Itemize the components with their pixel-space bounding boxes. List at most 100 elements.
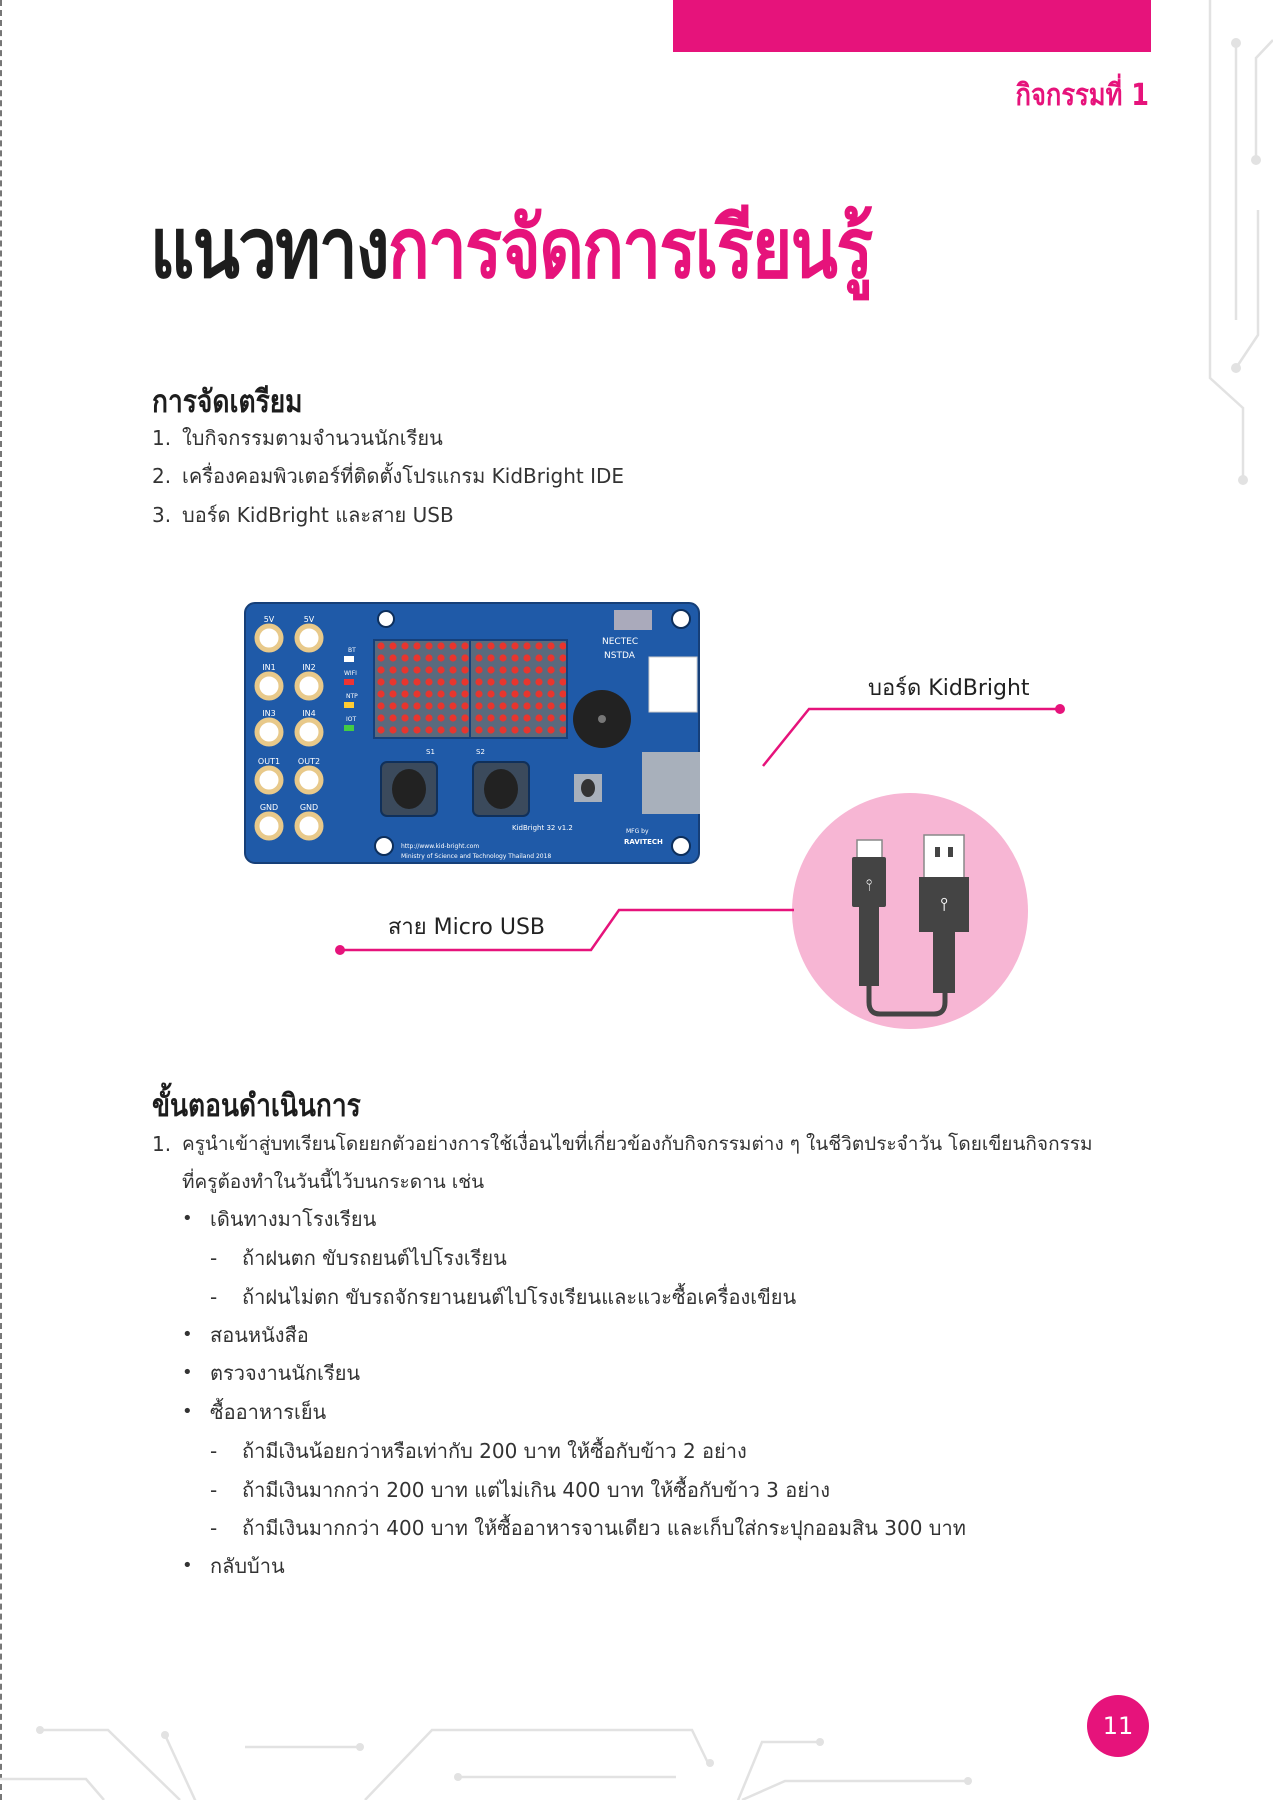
step-text: ครูนำเข้าสู่บทเรียนโดยยกตัวอย่างการใช้เง… bbox=[182, 1133, 1093, 1155]
led-label: BT bbox=[348, 647, 356, 654]
led-dot bbox=[413, 654, 421, 662]
pin-label: IN1 bbox=[262, 663, 275, 672]
led-dot bbox=[523, 690, 531, 698]
push-button-s1: S1 bbox=[380, 748, 438, 817]
led-dot bbox=[547, 702, 555, 710]
dash-marker: - bbox=[210, 1478, 218, 1502]
led-dot bbox=[475, 666, 483, 674]
led-label: IOT bbox=[346, 716, 356, 723]
led-dot bbox=[377, 654, 385, 662]
led-dot bbox=[377, 678, 385, 686]
header-accent-bar bbox=[673, 0, 1151, 52]
i2c-header bbox=[648, 656, 698, 713]
led-dot bbox=[389, 642, 397, 650]
button-label: S2 bbox=[476, 748, 485, 756]
led-dot bbox=[535, 714, 543, 722]
title-part-2: การจัดการเรียนรู้ bbox=[388, 199, 873, 297]
led-dot bbox=[511, 690, 519, 698]
board-model: KidBright 32 v1.2 bbox=[512, 824, 573, 832]
led-dot bbox=[449, 678, 457, 686]
led-dot bbox=[425, 690, 433, 698]
led-dot bbox=[559, 678, 567, 686]
led-dot bbox=[559, 642, 567, 650]
io-pad bbox=[294, 623, 324, 653]
led-dot bbox=[535, 666, 543, 674]
dash-marker: - bbox=[210, 1516, 218, 1540]
led-dot bbox=[523, 726, 531, 734]
bullet-marker: • bbox=[182, 1362, 193, 1383]
button-label: S1 bbox=[426, 748, 435, 756]
led-dot bbox=[511, 654, 519, 662]
io-pad bbox=[254, 671, 284, 701]
led-dot bbox=[425, 678, 433, 686]
led-dot bbox=[437, 654, 445, 662]
led-dot bbox=[449, 666, 457, 674]
led-dot bbox=[413, 702, 421, 710]
led-dot bbox=[511, 702, 519, 710]
io-pad bbox=[254, 765, 284, 795]
led-dot bbox=[401, 654, 409, 662]
led-dot bbox=[449, 714, 457, 722]
led-dot bbox=[461, 690, 469, 698]
led-dot bbox=[511, 642, 519, 650]
step-text: ที่ครูต้องทำในวันนี้ไว้บนกระดาน เช่น bbox=[182, 1171, 485, 1193]
bullet-marker: • bbox=[182, 1555, 193, 1576]
led-dot bbox=[377, 702, 385, 710]
nectec-logo: NECTEC bbox=[602, 637, 638, 647]
led-dot bbox=[523, 702, 531, 710]
list-item: เครื่องคอมพิวเตอร์ที่ติดตั้งโปรแกรม KidB… bbox=[182, 464, 625, 488]
led-dot bbox=[523, 642, 531, 650]
dash-marker: - bbox=[210, 1439, 218, 1463]
led-dot bbox=[487, 666, 495, 674]
led-dot bbox=[523, 714, 531, 722]
led-dot bbox=[389, 666, 397, 674]
callout-dot bbox=[1055, 704, 1065, 714]
led-dot bbox=[449, 654, 457, 662]
led-dot bbox=[413, 690, 421, 698]
bullet-marker: • bbox=[182, 1208, 193, 1229]
bullet-item: เดินทางมาโรงเรียน bbox=[210, 1207, 377, 1231]
page-title: แนวทางการจัดการเรียนรู้ bbox=[150, 198, 873, 299]
led-dot bbox=[461, 726, 469, 734]
figure-callouts: ⫯ ⫯ bbox=[335, 704, 1065, 1029]
led-dot bbox=[389, 726, 397, 734]
led-dot bbox=[425, 642, 433, 650]
led-dot bbox=[535, 642, 543, 650]
bullet-marker: • bbox=[182, 1324, 193, 1345]
led-dot bbox=[499, 666, 507, 674]
led-dot bbox=[499, 678, 507, 686]
led-dot bbox=[449, 726, 457, 734]
pin-label: 5V bbox=[304, 615, 315, 624]
led-dot bbox=[437, 642, 445, 650]
led-dot bbox=[511, 714, 519, 722]
led-dot bbox=[475, 726, 483, 734]
led-dot bbox=[511, 726, 519, 734]
buzzer bbox=[573, 690, 631, 748]
connector bbox=[642, 752, 700, 814]
led-dot bbox=[377, 666, 385, 674]
led-dot bbox=[389, 714, 397, 722]
sub-item: ถ้ามีเงินน้อยกว่าหรือเท่ากับ 200 บาท ให้… bbox=[242, 1439, 747, 1463]
bullet-item: ตรวจงานนักเรียน bbox=[210, 1361, 361, 1385]
led-dot bbox=[425, 714, 433, 722]
pin-label: OUT2 bbox=[298, 757, 320, 766]
list-item-number: 1. bbox=[152, 426, 172, 450]
led-dot bbox=[413, 678, 421, 686]
push-button-s2: S2 bbox=[472, 748, 530, 817]
reset-button bbox=[574, 774, 602, 802]
io-pad bbox=[294, 671, 324, 701]
led-dot bbox=[535, 678, 543, 686]
list-item: บอร์ด KidBright และสาย USB bbox=[182, 503, 454, 527]
led-dot bbox=[511, 666, 519, 674]
led-dot bbox=[487, 714, 495, 722]
sub-item: ถ้าฝนไม่ตก ขับรถจักรยานยนต์ไปโรงเรียนและ… bbox=[242, 1285, 797, 1309]
led-dot bbox=[437, 702, 445, 710]
led-dot bbox=[401, 702, 409, 710]
io-pad bbox=[294, 811, 324, 841]
led-dot bbox=[559, 702, 567, 710]
led-dot bbox=[437, 678, 445, 686]
led-dot bbox=[377, 690, 385, 698]
led-dot bbox=[547, 690, 555, 698]
